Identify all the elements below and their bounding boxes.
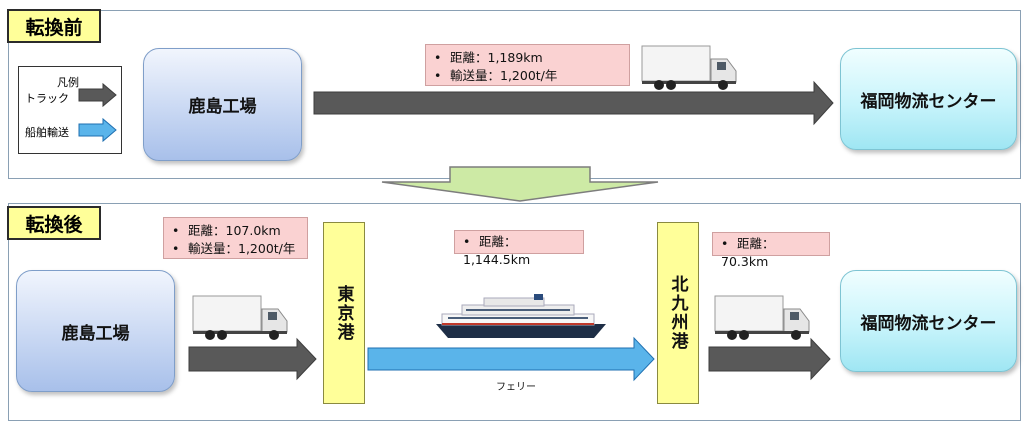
after-truck-arrow-leg3 [708, 337, 831, 381]
after-destination-box: 福岡物流センター [840, 270, 1017, 372]
truck-icon [192, 295, 288, 340]
after-info-leg2-distance: 距離：1,144.5km [463, 233, 575, 269]
after-info-leg1: 距離：107.0km 輸送量：1,200t/年 [163, 217, 308, 259]
legend: 凡例 トラック 船舶輸送 [18, 66, 122, 154]
legend-ship-arrow-icon [78, 117, 117, 143]
before-origin-box: 鹿島工場 [143, 48, 302, 161]
ferry-label: フェリー [496, 382, 536, 393]
after-info-leg2: 距離：1,144.5km [454, 230, 584, 267]
after-origin-box: 鹿島工場 [16, 270, 175, 392]
before-destination-box: 福岡物流センター [840, 48, 1017, 150]
after-tag: 転換後 [7, 206, 101, 240]
legend-truck-arrow-icon [78, 82, 117, 108]
after-info-leg1-volume: 輸送量：1,200t/年 [172, 240, 299, 258]
truck-icon [641, 45, 737, 90]
after-info-leg1-distance: 距離：107.0km [172, 222, 299, 240]
port-tokyo: 東京港 [323, 222, 365, 404]
before-truck-arrow [313, 80, 834, 126]
after-info-leg3-distance: 距離：70.3km [721, 235, 821, 271]
transition-down-arrow [381, 166, 659, 202]
after-info-leg3: 距離：70.3km [712, 232, 830, 269]
before-info-distance: 距離：1,189km [434, 49, 621, 67]
legend-ship-label: 船舶輸送 [25, 126, 69, 139]
after-truck-arrow-leg1 [188, 337, 317, 381]
before-info-box: 距離：1,189km 輸送量：1,200t/年 [425, 44, 630, 86]
before-tag: 転換前 [7, 9, 101, 43]
port-kitakyushu: 北九州港 [657, 222, 699, 404]
legend-title: 凡例 [57, 76, 79, 89]
ferry-icon [436, 294, 606, 338]
truck-icon [714, 295, 810, 340]
before-info-volume: 輸送量：1,200t/年 [434, 67, 621, 85]
legend-truck-label: トラック [25, 92, 69, 105]
after-ship-arrow [367, 336, 655, 382]
